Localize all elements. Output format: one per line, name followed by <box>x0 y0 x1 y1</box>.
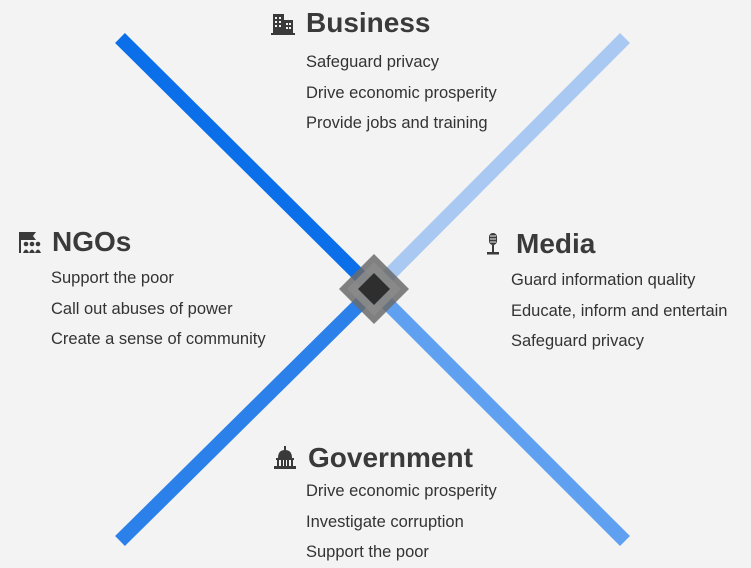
business-title: Business <box>306 7 431 38</box>
line-ngos-arm <box>115 285 379 546</box>
media-items: Guard information quality Educate, infor… <box>511 265 727 357</box>
center-intersection-diamond <box>339 254 409 324</box>
line-government-arm <box>369 285 630 546</box>
ngos-section: NGOs Support the poor Call out abuses of… <box>16 225 266 355</box>
ngos-items: Support the poor Call out abuses of powe… <box>51 263 266 355</box>
list-item: Safeguard privacy <box>511 332 644 350</box>
list-item: Educate, inform and entertain <box>511 301 728 320</box>
list-item: Guard information quality <box>511 271 696 289</box>
media-title: Media <box>516 228 596 259</box>
capitol-building-icon <box>274 446 296 469</box>
media-heading: Media <box>480 227 727 261</box>
ngos-heading: NGOs <box>16 225 266 259</box>
list-item: Support the poor <box>51 269 174 287</box>
government-section: Government Drive economic prosperity Inv… <box>272 441 497 568</box>
microphone-icon <box>487 233 499 255</box>
list-item: Support the poor <box>306 543 429 561</box>
government-title: Government <box>308 442 473 473</box>
people-flag-icon <box>19 232 41 253</box>
business-items: Safeguard privacy Drive economic prosper… <box>306 47 497 139</box>
government-items: Drive economic prosperity Investigate co… <box>306 476 497 568</box>
government-heading: Government <box>272 441 497 475</box>
media-section: Media Guard information quality Educate,… <box>480 227 727 357</box>
office-building-icon <box>271 14 295 35</box>
business-section: Business Safeguard privacy Drive economi… <box>270 6 497 139</box>
ngos-title: NGOs <box>52 226 132 257</box>
line-business-arm <box>115 33 379 295</box>
list-item: Provide jobs and training <box>306 114 488 132</box>
list-item: Safeguard privacy <box>306 53 439 71</box>
business-heading: Business <box>270 6 497 40</box>
list-item: Call out abuses of power <box>51 299 233 318</box>
list-item: Drive economic prosperity <box>306 482 497 500</box>
list-item: Create a sense of community <box>51 330 266 348</box>
list-item: Investigate corruption <box>306 512 464 531</box>
line-media-arm <box>369 33 630 295</box>
list-item: Drive economic prosperity <box>306 83 497 102</box>
